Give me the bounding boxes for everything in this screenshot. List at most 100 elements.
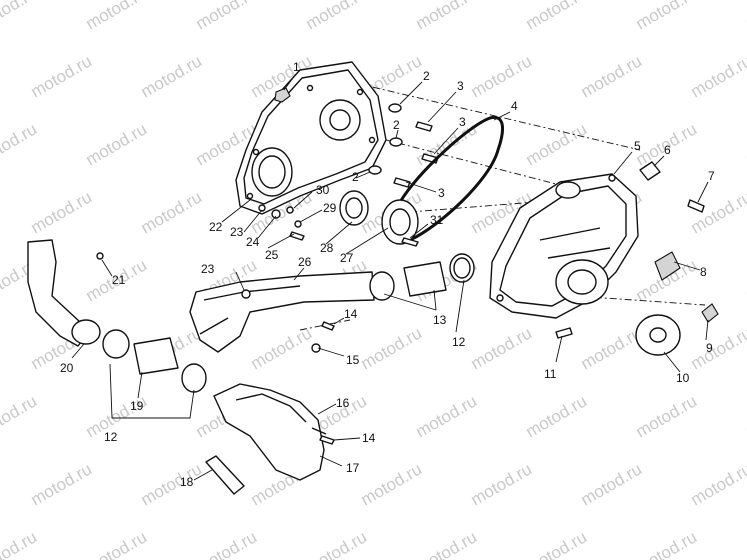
watermark-text: motod.ru	[578, 51, 646, 101]
callout-21: 21	[112, 273, 126, 287]
callout-28: 28	[320, 241, 334, 255]
callout-12b: 12	[104, 430, 118, 444]
leader-lines	[71, 73, 709, 481]
callout-2b: 2	[393, 118, 400, 132]
watermark-text: motod.ru	[633, 0, 701, 33]
watermark-text: motod.ru	[468, 51, 536, 101]
watermark-text: motod.ru	[358, 459, 426, 509]
callout-18: 18	[180, 475, 194, 489]
watermark-text: motod.ru	[0, 0, 40, 33]
watermark-text: motod.ru	[138, 51, 206, 101]
watermark-text: motod.ru	[743, 527, 747, 560]
watermark-text: motod.ru	[688, 51, 747, 101]
watermark-text: motod.ru	[633, 391, 701, 441]
filter-strip-part-18	[205, 455, 245, 495]
coupler-and-clamps	[369, 253, 475, 301]
watermark-text: motod.ru	[523, 119, 591, 169]
callout-2a: 2	[423, 69, 430, 83]
callout-14b: 14	[362, 431, 376, 445]
callout-10: 10	[676, 371, 690, 385]
callout-5: 5	[634, 139, 641, 153]
watermark-text: motod.ru	[358, 323, 426, 373]
callout-25: 25	[265, 248, 279, 262]
callout-31: 31	[430, 213, 444, 227]
clip-part-6	[639, 161, 661, 181]
watermark-text: motod.ru	[523, 0, 591, 33]
watermark-text: motod.ru	[303, 0, 371, 33]
watermark-text: motod.ru	[468, 459, 536, 509]
tab-part-9	[701, 303, 719, 323]
strip-part-8	[654, 251, 681, 281]
callout-12a: 12	[452, 335, 466, 349]
watermark-text: motod.ru	[83, 119, 151, 169]
inner-cover-plate	[235, 61, 387, 215]
callout-6: 6	[664, 143, 671, 157]
callout-24: 24	[246, 235, 260, 249]
watermark-text: motod.ru	[743, 391, 747, 441]
callout-3c: 3	[438, 186, 445, 200]
callout-16: 16	[336, 396, 350, 410]
callout-labels: 1 2 3 4 2 3 5 6 2 3 7 30 22 29 31 23 24 …	[60, 60, 715, 489]
screw-part-7	[687, 199, 705, 213]
callout-9: 9	[706, 341, 713, 355]
callout-15: 15	[346, 353, 360, 367]
callout-29: 29	[323, 201, 337, 215]
callout-14a: 14	[344, 307, 358, 321]
watermark-text: motod.ru	[413, 527, 481, 560]
watermark-text: motod.ru	[743, 119, 747, 169]
screw-part-21	[96, 252, 104, 260]
watermark-text: motod.ru	[633, 527, 701, 560]
watermark-text: motod.ru	[578, 459, 646, 509]
watermark-text: motod.ru	[0, 391, 40, 441]
watermark-text: motod.ru	[138, 187, 206, 237]
callout-8: 8	[700, 265, 707, 279]
small-fasteners	[258, 204, 419, 445]
callout-30: 30	[316, 183, 330, 197]
callout-27: 27	[340, 251, 354, 265]
watermark-text: motod.ru	[523, 391, 591, 441]
watermark-text: motod.ru	[83, 527, 151, 560]
watermark-text: motod.ru	[413, 0, 481, 33]
callout-22: 22	[209, 220, 223, 234]
watermark-text: motod.ru	[193, 527, 261, 560]
watermark-text: motod.ru	[0, 119, 40, 169]
watermark-text: motod.ru	[28, 51, 96, 101]
callout-13: 13	[433, 313, 447, 327]
watermark-text: motod.ru	[193, 0, 261, 33]
callout-23a: 23	[230, 225, 244, 239]
callout-26: 26	[298, 255, 312, 269]
seal-and-bearing	[339, 190, 419, 245]
callout-4: 4	[511, 99, 518, 113]
callout-3b: 3	[459, 115, 466, 129]
disc-part-10	[635, 314, 681, 356]
bolt-part-11	[555, 327, 573, 339]
lower-airbox	[213, 383, 327, 481]
watermark-text: motod.ru	[303, 527, 371, 560]
washers-and-bolts	[368, 103, 439, 188]
callout-19: 19	[130, 399, 144, 413]
intake-elbow	[27, 239, 101, 347]
watermark-text: motod.ru	[578, 323, 646, 373]
watermark-text: motod.ru	[688, 459, 747, 509]
watermark-text: motod.ru	[468, 323, 536, 373]
watermark-text: motod.ru	[28, 187, 96, 237]
callout-11: 11	[544, 367, 557, 381]
watermark-text: motod.ru	[83, 0, 151, 33]
watermark-text: motod.ru	[523, 527, 591, 560]
outer-clutch-cover	[489, 173, 639, 319]
watermark-text: motod.ru	[138, 459, 206, 509]
watermark-text: motod.ru	[688, 187, 747, 237]
callout-20: 20	[60, 361, 74, 375]
watermark-text: motod.ru	[688, 323, 747, 373]
watermark-text: motod.ru	[743, 0, 747, 33]
callout-1: 1	[293, 60, 300, 74]
callout-7: 7	[708, 169, 715, 183]
watermark-text: motod.ru	[743, 255, 747, 305]
watermark-text: motod.ru	[413, 391, 481, 441]
callout-23b: 23	[201, 262, 215, 276]
watermark-text: motod.ru	[28, 459, 96, 509]
watermark-text: motod.ru	[0, 527, 40, 560]
watermark-text: motod.ru	[248, 323, 316, 373]
intake-duct	[189, 271, 375, 353]
